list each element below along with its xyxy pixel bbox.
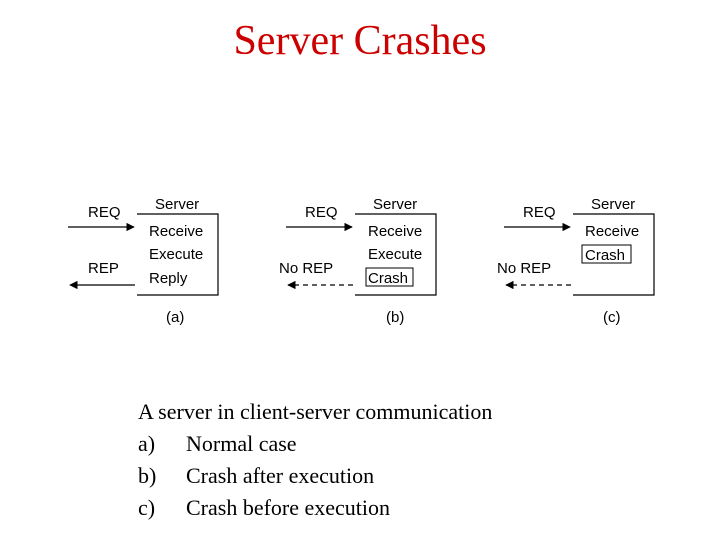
rep-label-c: No REP <box>497 260 551 277</box>
req-label-c: REQ <box>523 204 556 221</box>
server-label-c: Server <box>591 196 635 213</box>
server-box-b <box>355 213 437 296</box>
step-b-receive: Receive <box>368 223 422 240</box>
caption-item-text: Normal case <box>186 431 297 456</box>
caption-item: a) Normal case <box>138 428 492 460</box>
caption-item-text: Crash before execution <box>186 495 391 520</box>
step-b-execute: Execute <box>368 246 422 263</box>
caption-item-text: Crash after execution <box>186 463 375 488</box>
req-label-a: REQ <box>88 204 121 221</box>
server-box-a <box>137 213 219 296</box>
step-b-crash: Crash <box>368 270 408 287</box>
step-a-receive: Receive <box>149 223 203 240</box>
panel-a: Server REQ Receive Execute Reply REP (a) <box>68 196 219 326</box>
panel-tag-c: (c) <box>603 309 621 326</box>
req-label-b: REQ <box>305 204 338 221</box>
panel-tag-b: (b) <box>386 309 404 326</box>
step-a-execute: Execute <box>149 246 203 263</box>
caption-item-label: c) <box>138 495 156 520</box>
caption-item: b) Crash after execution <box>138 460 492 492</box>
caption-item-label: b) <box>138 463 157 488</box>
rep-label-a: REP <box>88 260 119 277</box>
step-a-reply: Reply <box>149 270 188 287</box>
panel-b: Server REQ Receive Execute Crash No REP … <box>279 196 437 326</box>
server-label-a: Server <box>155 196 199 213</box>
caption-item: c) Crash before execution <box>138 492 492 524</box>
caption-item-label: a) <box>138 431 156 456</box>
server-label-b: Server <box>373 196 417 213</box>
rep-label-b: No REP <box>279 260 333 277</box>
step-c-receive: Receive <box>585 223 639 240</box>
caption: A server in client-server communication … <box>138 396 492 524</box>
crash-box-b <box>365 267 414 287</box>
panel-c: Server REQ Receive Crash No REP (c) <box>497 196 655 326</box>
step-c-crash: Crash <box>585 247 625 264</box>
caption-heading: A server in client-server communication <box>138 399 493 424</box>
slide-title: Server Crashes <box>233 18 487 64</box>
panel-tag-a: (a) <box>166 309 184 326</box>
crash-box-c <box>581 244 632 264</box>
server-box-c <box>573 213 655 296</box>
